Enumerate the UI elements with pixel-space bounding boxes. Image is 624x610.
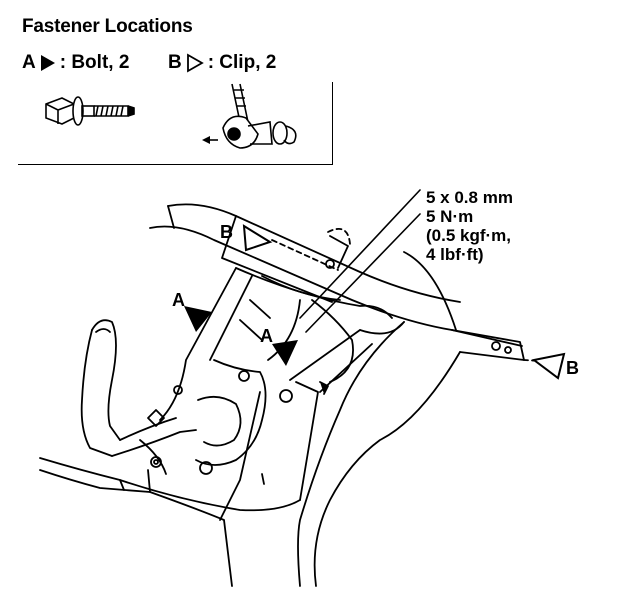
legend-text-bolt: : Bolt, 2 bbox=[59, 52, 130, 73]
spec-leader-line bbox=[299, 189, 421, 319]
center-panel-outline bbox=[149, 203, 559, 363]
filled-triangle-icon bbox=[40, 55, 55, 71]
console-side-contour bbox=[297, 251, 461, 587]
bolt-illustration bbox=[45, 96, 135, 126]
callout-b-top: B bbox=[220, 222, 233, 242]
spec-leader-line-2 bbox=[305, 213, 421, 333]
clip-marker-right bbox=[531, 352, 566, 380]
bolt-marker-center bbox=[272, 340, 298, 366]
console-box bbox=[159, 267, 393, 521]
lower-console bbox=[39, 385, 301, 587]
legend-letter-a: A bbox=[22, 52, 36, 73]
clip-marker-top bbox=[242, 224, 273, 252]
legend-letter-b: B bbox=[167, 52, 182, 73]
clip-illustration bbox=[202, 83, 297, 149]
legend-text-clip: : Clip, 2 bbox=[207, 52, 277, 73]
outline-triangle-icon bbox=[186, 53, 204, 73]
leader-lines bbox=[299, 189, 421, 333]
callout-b-right: B bbox=[566, 358, 579, 378]
page-title: Fastener Locations bbox=[22, 16, 193, 37]
spec-line-lbf: 4 lbf·ft) bbox=[426, 245, 484, 264]
fastener-legend: A : Bolt, 2 B : Clip, 2 bbox=[22, 52, 276, 74]
spec-line-size: 5 x 0.8 mm bbox=[426, 188, 513, 207]
legend-item-clip: B : Clip, 2 bbox=[168, 52, 276, 74]
bolt-marker-left bbox=[184, 306, 212, 332]
spec-line-torque: 5 N·m bbox=[426, 207, 474, 226]
torque-spec: 5 x 0.8 mm 5 N·m (0.5 kgf·m, 4 lbf·ft) bbox=[426, 188, 513, 264]
legend-item-bolt: A : Bolt, 2 bbox=[22, 52, 129, 74]
callout-a-left: A bbox=[172, 290, 185, 310]
spec-line-kgf: (0.5 kgf·m, bbox=[426, 226, 512, 245]
fastener-inset-drawing bbox=[45, 83, 297, 149]
callout-a-center: A bbox=[260, 326, 273, 346]
fastener-inset-frame bbox=[18, 82, 333, 165]
shift-lever bbox=[80, 319, 197, 457]
